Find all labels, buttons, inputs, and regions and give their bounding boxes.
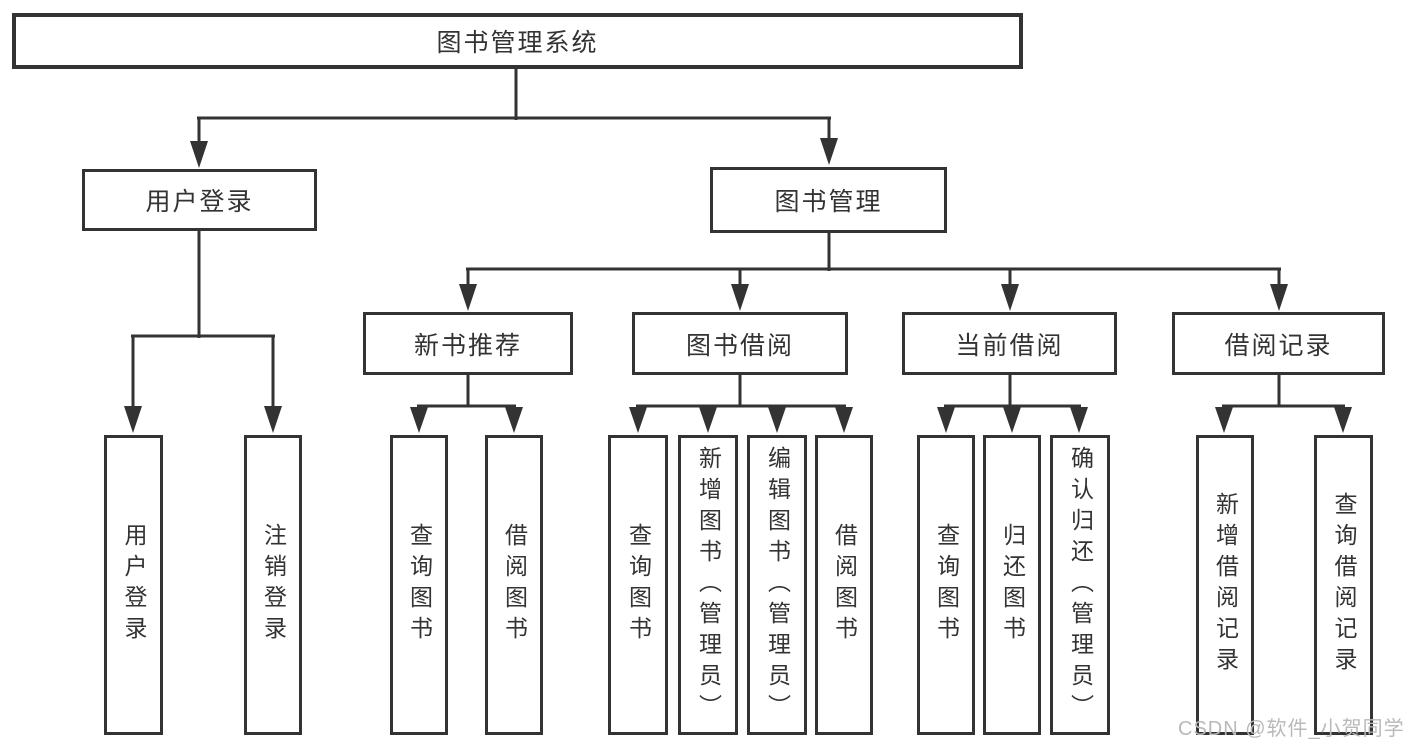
node-library-management-system: 图书管理系统 xyxy=(12,13,1023,69)
leaf-user-login: 用户登录 xyxy=(104,435,163,735)
leaf-logout: 注销登录 xyxy=(244,435,302,735)
leaf-add-borrow-record: 新增借阅记录 xyxy=(1196,435,1254,735)
leaf-edit-books-admin: 编辑图书（管理员） xyxy=(747,435,807,735)
node-borrowing-records: 借阅记录 xyxy=(1172,312,1385,375)
node-new-book-recommendation: 新书推荐 xyxy=(363,312,573,375)
leaf-add-books-admin: 新增图书（管理员） xyxy=(678,435,738,735)
node-current-borrowing: 当前借阅 xyxy=(902,312,1117,375)
node-book-borrowing: 图书借阅 xyxy=(632,312,848,375)
leaf-confirm-return-admin: 确认归还（管理员） xyxy=(1050,435,1110,735)
leaf-query-books-current: 查询图书 xyxy=(917,435,975,735)
leaf-query-books-recommend: 查询图书 xyxy=(390,435,448,735)
leaf-query-borrow-record: 查询借阅记录 xyxy=(1314,435,1373,735)
node-book-management: 图书管理 xyxy=(710,167,947,233)
leaf-borrow-books-recommend: 借阅图书 xyxy=(485,435,543,735)
leaf-query-books-borrowing: 查询图书 xyxy=(608,435,668,735)
arrowheads xyxy=(124,138,1352,433)
watermark-csdn: CSDN @软件_小贺同学 xyxy=(1178,718,1405,740)
leaf-borrow-books-borrowing: 借阅图书 xyxy=(815,435,873,735)
node-user-login: 用户登录 xyxy=(82,169,317,231)
leaf-return-books: 归还图书 xyxy=(983,435,1041,735)
